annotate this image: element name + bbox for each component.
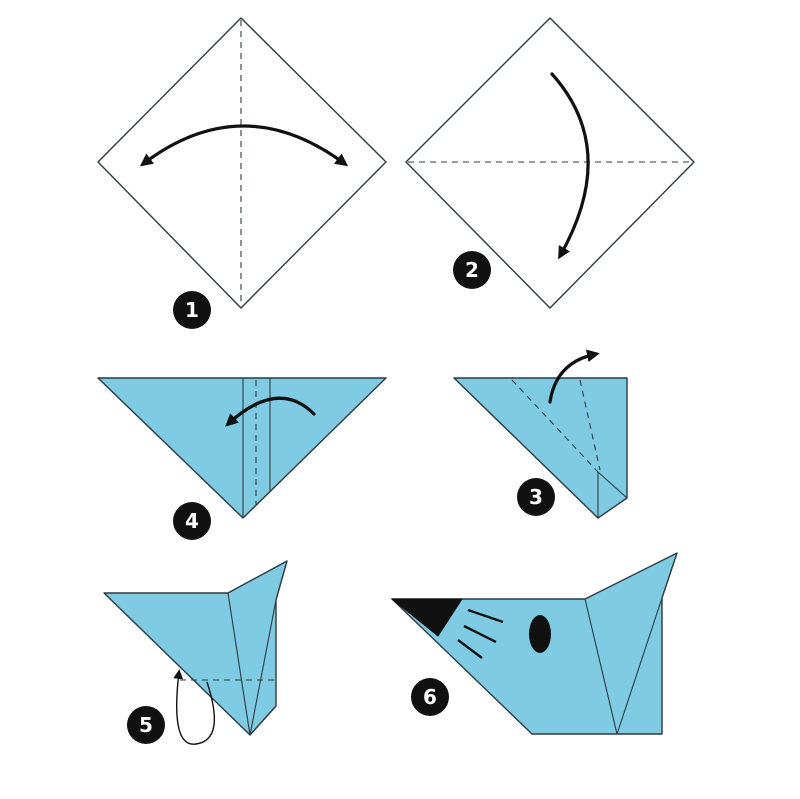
whisker [467, 608, 504, 624]
step-2-diagram [405, 17, 695, 309]
step-badge-icon [517, 478, 555, 516]
fold-arrow-icon [550, 72, 590, 260]
crease-line [597, 471, 628, 499]
step-badge-icon [127, 706, 165, 744]
crease-line [249, 705, 277, 736]
step-number: 4 [185, 509, 199, 533]
step-badge-2: 2 [453, 251, 491, 289]
ear-crease [616, 597, 663, 735]
folded-triangle [97, 377, 387, 519]
paper-square [405, 17, 695, 309]
step-badge-5: 5 [127, 706, 165, 744]
step-number: 1 [185, 298, 199, 322]
step-badge-1: 1 [173, 291, 211, 329]
step-number: 3 [529, 485, 543, 509]
whisker [457, 639, 483, 659]
step-badge-6: 6 [411, 678, 449, 716]
step-3-diagram [453, 349, 628, 519]
mouse-eye [529, 615, 551, 653]
fold-arrow-icon [173, 669, 216, 745]
head-shape [103, 560, 288, 736]
ear-crease [584, 598, 618, 735]
step-5-diagram [103, 560, 288, 745]
fold-arrow-icon [548, 349, 600, 404]
crease-line [227, 592, 251, 736]
step-badge-icon [173, 502, 211, 540]
step-badge-3: 3 [517, 478, 555, 516]
mouse-nose [390, 598, 463, 637]
crease-line [249, 599, 277, 736]
step-badge-icon [453, 251, 491, 289]
step-number: 2 [465, 258, 479, 282]
whisker [463, 624, 497, 644]
fold-line [511, 379, 599, 473]
step-4-diagram [97, 377, 387, 519]
fold-arrow-icon [139, 124, 349, 167]
step-number: 6 [423, 685, 437, 709]
step-number: 5 [139, 713, 153, 737]
fold-line [579, 379, 601, 471]
step-badge-icon [411, 678, 449, 716]
step-6-diagram [390, 552, 678, 735]
step-badge-icon [173, 291, 211, 329]
fold-arrow-icon [225, 396, 316, 427]
step-badge-4: 4 [173, 502, 211, 540]
step-1-diagram [97, 17, 387, 309]
